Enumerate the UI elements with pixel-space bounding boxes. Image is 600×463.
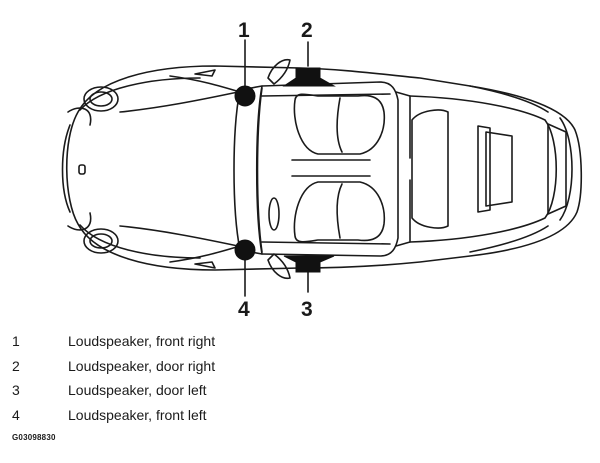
rear-deck (409, 95, 557, 243)
seat-left (293, 181, 386, 243)
figure-code: G03098830 (12, 433, 56, 442)
rear-deck-inner (411, 109, 449, 229)
steering-wheel (268, 197, 280, 231)
headlight-right-inner (89, 91, 113, 107)
callout-2: 2 (301, 19, 313, 42)
legend-description: Loudspeaker, door left (68, 382, 207, 398)
legend-description: Loudspeaker, front left (68, 407, 207, 423)
door-line-right (261, 93, 391, 97)
hood-line-right (119, 91, 239, 113)
seat-right-divider (336, 97, 343, 153)
engine-cover-detail (477, 125, 491, 213)
hood-line-left (119, 225, 239, 247)
headlight-right (83, 86, 119, 112)
rear-arch-left (469, 225, 549, 253)
front-vent-right (194, 69, 216, 77)
speaker-front-right-icon (234, 85, 256, 107)
seat-left-divider (336, 183, 343, 239)
rear-bumper (559, 117, 573, 221)
headlight-left (83, 228, 119, 254)
legend-number: 2 (12, 358, 20, 374)
headlight-left-inner (89, 233, 113, 249)
legend-number: 1 (12, 333, 20, 349)
front-nose (61, 124, 71, 213)
front-intake-right (67, 107, 92, 126)
engine-cover (485, 131, 513, 207)
legend-description: Loudspeaker, front right (68, 333, 216, 349)
speaker-door-left-icon (283, 255, 335, 273)
front-fender-left (79, 224, 201, 259)
door-line-left (261, 241, 391, 245)
hood-crease-right (169, 75, 241, 93)
callout-4: 4 (238, 298, 250, 321)
mirror-right (267, 58, 291, 85)
car-top-view-diagram (61, 39, 583, 297)
mirror-left (267, 253, 291, 280)
legend-description: Loudspeaker, door right (68, 358, 216, 374)
front-vent-left (194, 261, 216, 269)
callout-1: 1 (238, 19, 250, 42)
legend-number: 3 (12, 382, 20, 398)
callout-3: 3 (301, 298, 313, 321)
seat-right (293, 93, 386, 155)
cockpit-outline (261, 81, 399, 257)
speaker-front-left-icon (234, 239, 256, 261)
badge (78, 164, 86, 175)
hood-crease-left (169, 245, 241, 263)
front-intake-left (67, 212, 92, 231)
rear-arch-right (469, 85, 549, 113)
legend-number: 4 (12, 407, 20, 423)
center-console (291, 159, 371, 177)
windshield-inner (256, 87, 263, 253)
speaker-door-right-icon (282, 67, 336, 87)
